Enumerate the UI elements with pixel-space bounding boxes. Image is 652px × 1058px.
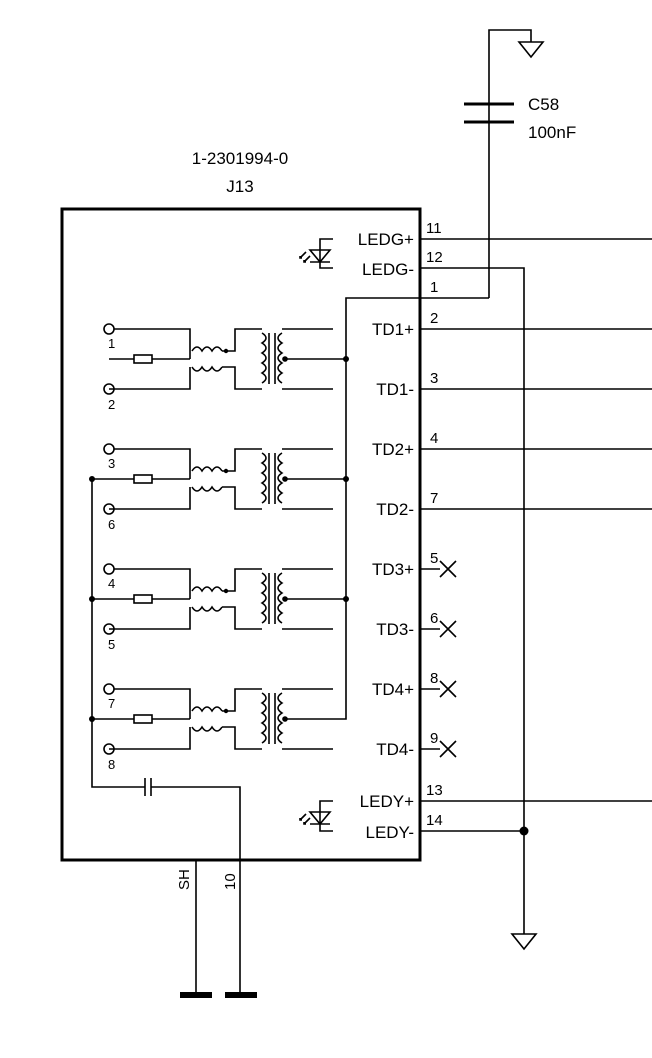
led-green-icon xyxy=(299,238,333,269)
pin-number: 12 xyxy=(426,249,443,266)
pin-number: 9 xyxy=(430,730,438,747)
pin-label-td1-minus: TD1- xyxy=(376,380,414,399)
connector-body xyxy=(60,207,422,862)
terminal-number: 4 xyxy=(108,576,115,591)
pin-numbers: 11 12 1 2 3 4 7 5 6 8 9 13 14 xyxy=(426,220,443,829)
pin-label-td4-plus: TD4+ xyxy=(372,680,414,699)
pin-number: 14 xyxy=(426,812,443,829)
junction-dot xyxy=(519,826,529,836)
pin-number: 13 xyxy=(426,782,443,799)
magnetics-channel-2 xyxy=(89,443,349,515)
terminal-number: 1 xyxy=(108,336,115,351)
right-pin-wires xyxy=(345,238,652,951)
pin-label-ledy-minus: LEDY- xyxy=(365,823,414,842)
pin-label-td2-minus: TD2- xyxy=(376,500,414,519)
no-connect-markers xyxy=(439,560,457,758)
terminal-number: 3 xyxy=(108,456,115,471)
terminal-number: 5 xyxy=(108,637,115,652)
shield-capacitor xyxy=(91,479,241,860)
magnetics-channel-4 xyxy=(89,359,347,755)
pin-number: 1 xyxy=(430,279,438,296)
ground-symbol-right xyxy=(510,933,538,951)
pin-number: 2 xyxy=(430,310,438,327)
pin-label-ledg-minus: LEDG- xyxy=(362,260,414,279)
capacitor-reference: C58 xyxy=(528,95,559,114)
pin-number: 4 xyxy=(430,430,438,447)
reference-designator: J13 xyxy=(226,177,253,196)
pin-number: 11 xyxy=(426,220,442,237)
pin-label-ledy-plus: LEDY+ xyxy=(360,792,414,811)
capacitor-value: 100nF xyxy=(528,123,576,142)
pin-label-td3-minus: TD3- xyxy=(376,620,414,639)
terminal-number: 7 xyxy=(108,696,115,711)
part-number: 1-2301994-0 xyxy=(192,149,288,168)
pin-label-ledg-plus: LEDG+ xyxy=(358,230,414,249)
terminal-number: 6 xyxy=(108,517,115,532)
pin-labels: LEDG+ LEDG- TD1+ TD1- TD2+ TD2- TD3+ TD3… xyxy=(358,230,414,842)
terminal-number: 8 xyxy=(108,757,115,772)
pin-label-td1-plus: TD1+ xyxy=(372,320,414,339)
pin-label-td4-minus: TD4- xyxy=(376,740,414,759)
capacitor-c58: C58 100nF xyxy=(464,29,576,298)
pin-label-td3-plus: TD3+ xyxy=(372,560,414,579)
pin-number: 8 xyxy=(430,670,438,687)
magnetics-channel-1 xyxy=(103,323,349,395)
led-yellow-icon xyxy=(299,800,333,832)
bottom-pins: SH 10 xyxy=(176,860,257,998)
pin-number: 6 xyxy=(430,610,438,627)
pin-label-td2-plus: TD2+ xyxy=(372,440,414,459)
pin-label-10: 10 xyxy=(222,873,239,890)
pin-number: 3 xyxy=(430,370,438,387)
pin-number: 7 xyxy=(430,490,438,507)
pin-label-shield: SH xyxy=(176,869,193,890)
pin-number: 5 xyxy=(430,550,438,567)
ground-symbol-top xyxy=(517,41,545,59)
terminal-number: 2 xyxy=(108,397,115,412)
magnetics-channel-3 xyxy=(89,563,349,635)
internal-terminal-numbers: 1 2 3 6 4 5 7 8 xyxy=(108,336,115,772)
